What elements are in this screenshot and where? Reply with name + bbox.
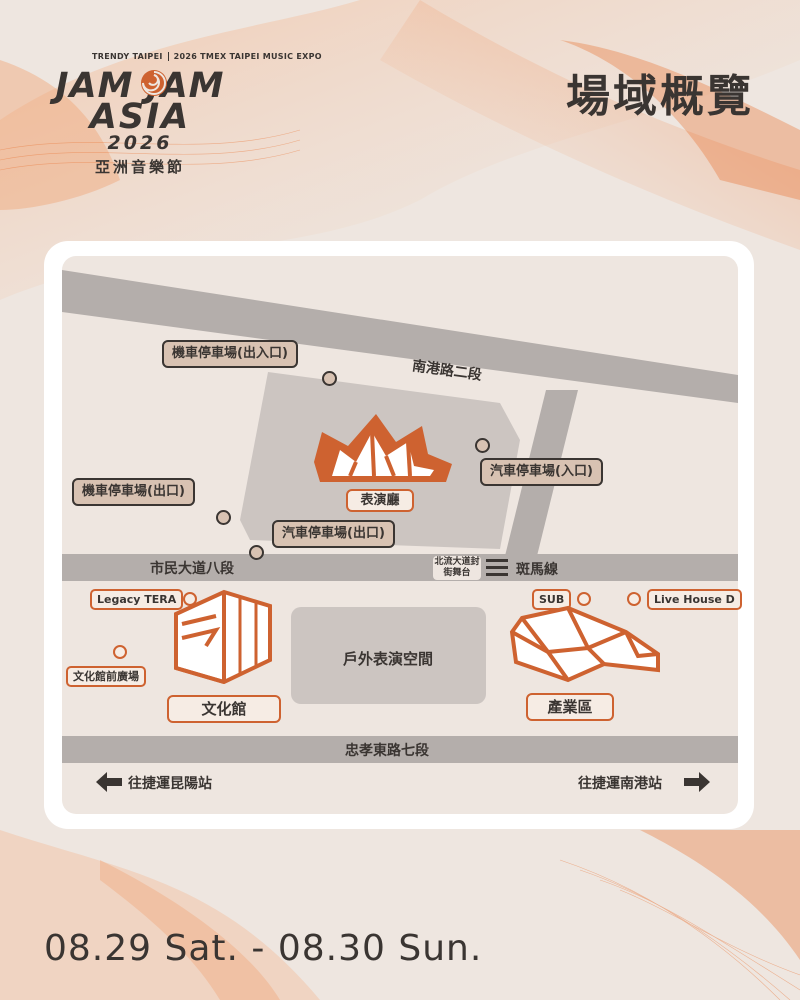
tmex-brand: 2026 TMEX TAIPEI MUSIC EXPO	[173, 52, 322, 61]
outdoor-space-label: 戶外表演空間	[343, 650, 434, 668]
logo-line-2: ASIA	[89, 97, 191, 137]
to-nangang-label: 往捷運南港站	[578, 776, 662, 792]
crosswalk-label: 斑馬線	[516, 562, 558, 578]
outdoor-space-area	[291, 607, 486, 704]
brand-separator	[167, 52, 169, 61]
moto-parking-in-out-label: 機車停車場(出入口)	[162, 340, 298, 368]
live-house-d-marker	[627, 592, 641, 606]
to-kunyang-label: 往捷運昆陽站	[128, 776, 212, 792]
arrow-left-icon	[96, 772, 122, 792]
logo-year: 2026	[107, 132, 173, 154]
trendy-taipei-brand: TRENDY TAIPEI	[92, 52, 163, 61]
swirl-logo-icon	[141, 70, 167, 96]
zhongxiao-road	[62, 736, 738, 763]
event-dates: 08.29 Sat. - 08.30 Sun.	[44, 928, 483, 969]
industry-zone-icon	[509, 605, 660, 683]
culture-plaza-marker	[113, 645, 127, 659]
street-stage-label: 北流大道封街舞台	[433, 556, 481, 580]
sub-marker	[577, 592, 591, 606]
music-hall-icon	[314, 414, 452, 482]
industry-zone-label: 產業區	[526, 693, 614, 721]
culture-hall-label: 文化館	[167, 695, 281, 723]
logo-subtitle: 亞洲音樂節	[94, 158, 185, 176]
music-hall-label: 表演廳	[346, 489, 414, 512]
civic-blvd-label: 市民大道八段	[150, 561, 234, 577]
zhongxiao-road-label: 忠孝東路七段	[345, 743, 429, 759]
brand-line: TRENDY TAIPEI 2026 TMEX TAIPEI MUSIC EXPO	[92, 52, 322, 61]
live-house-d-label: Live House D	[647, 589, 742, 610]
logo-line-1: JAM JAM	[55, 66, 225, 106]
moto-parking-in-out-marker	[322, 371, 337, 386]
car-parking-out-label: 汽車停車場(出口)	[272, 520, 395, 548]
civic-blvd-road	[62, 554, 738, 581]
moto-parking-out-label: 機車停車場(出口)	[72, 478, 195, 506]
moto-parking-out-marker	[216, 510, 231, 525]
sub-label: SUB	[532, 589, 572, 610]
car-parking-in-label: 汽車停車場(入口)	[480, 458, 603, 486]
page-title: 場域概覽	[566, 71, 754, 122]
arrow-right-icon	[684, 772, 710, 792]
legacy-tera-marker	[183, 592, 197, 606]
nangang-road-shape	[62, 270, 738, 403]
culture-plaza-label: 文化館前廣場	[66, 666, 146, 687]
car-parking-out-marker	[249, 545, 264, 560]
culture-hall-icon	[174, 589, 272, 684]
legacy-tera-label: Legacy TERA	[90, 589, 184, 610]
crosswalk-icon	[486, 559, 508, 576]
car-parking-in-marker	[475, 438, 490, 453]
